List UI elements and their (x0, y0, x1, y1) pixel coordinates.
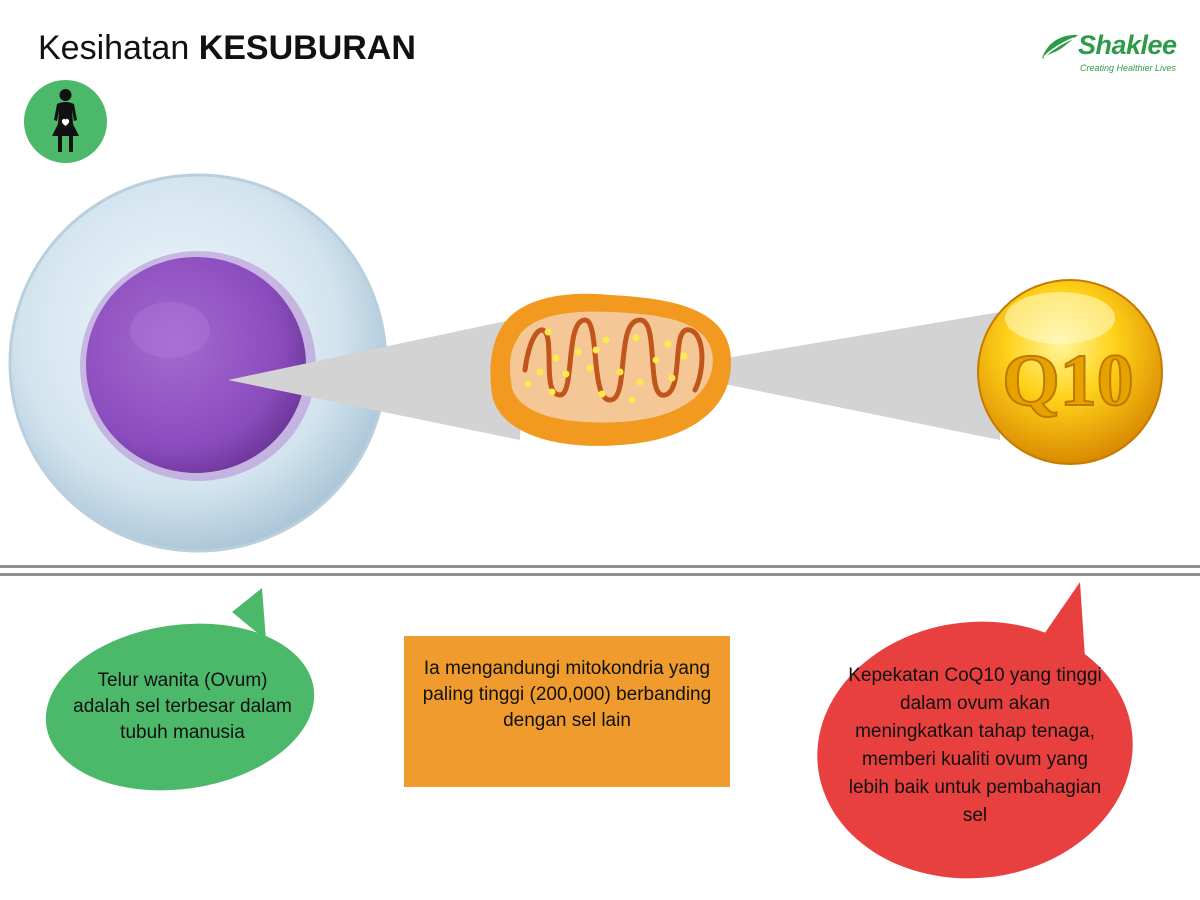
coq10-capsule-icon: Q10 (977, 279, 1163, 465)
logo-tagline: Creating Healthier Lives (1080, 63, 1177, 73)
orange-box-text: Ia mengandungi mitokondria yang paling t… (422, 658, 712, 731)
mitochondria-icon (490, 293, 732, 446)
illustration-scene: Q10 (8, 173, 1163, 553)
coq10-label: Q10 (1002, 340, 1134, 422)
ovum-cell-icon (8, 173, 388, 553)
woman-badge (24, 80, 107, 163)
projection-beam-left (228, 317, 525, 440)
red-bubble-text: Kepekatan CoQ10 yang tinggi dalam ovum a… (848, 665, 1102, 826)
page-title: Kesihatan KESUBURAN (38, 26, 416, 70)
shaklee-logo: Shaklee Creating Healthier Lives (1040, 30, 1190, 80)
orange-info-box (404, 636, 730, 787)
title-bold: KESUBURAN (198, 29, 416, 67)
red-speech-bubble (817, 582, 1133, 879)
divider-line (0, 573, 1200, 576)
woman-icon (52, 89, 79, 152)
green-bubble-text: Telur wanita (Ovum) adalah sel terbesar … (73, 670, 292, 743)
leaf-icon (1042, 34, 1078, 59)
green-speech-bubble (45, 588, 315, 791)
title-light: Kesihatan (38, 29, 190, 67)
divider-line (0, 565, 1200, 568)
logo-name: Shaklee (1078, 30, 1177, 60)
projection-beam-right (655, 312, 1000, 440)
